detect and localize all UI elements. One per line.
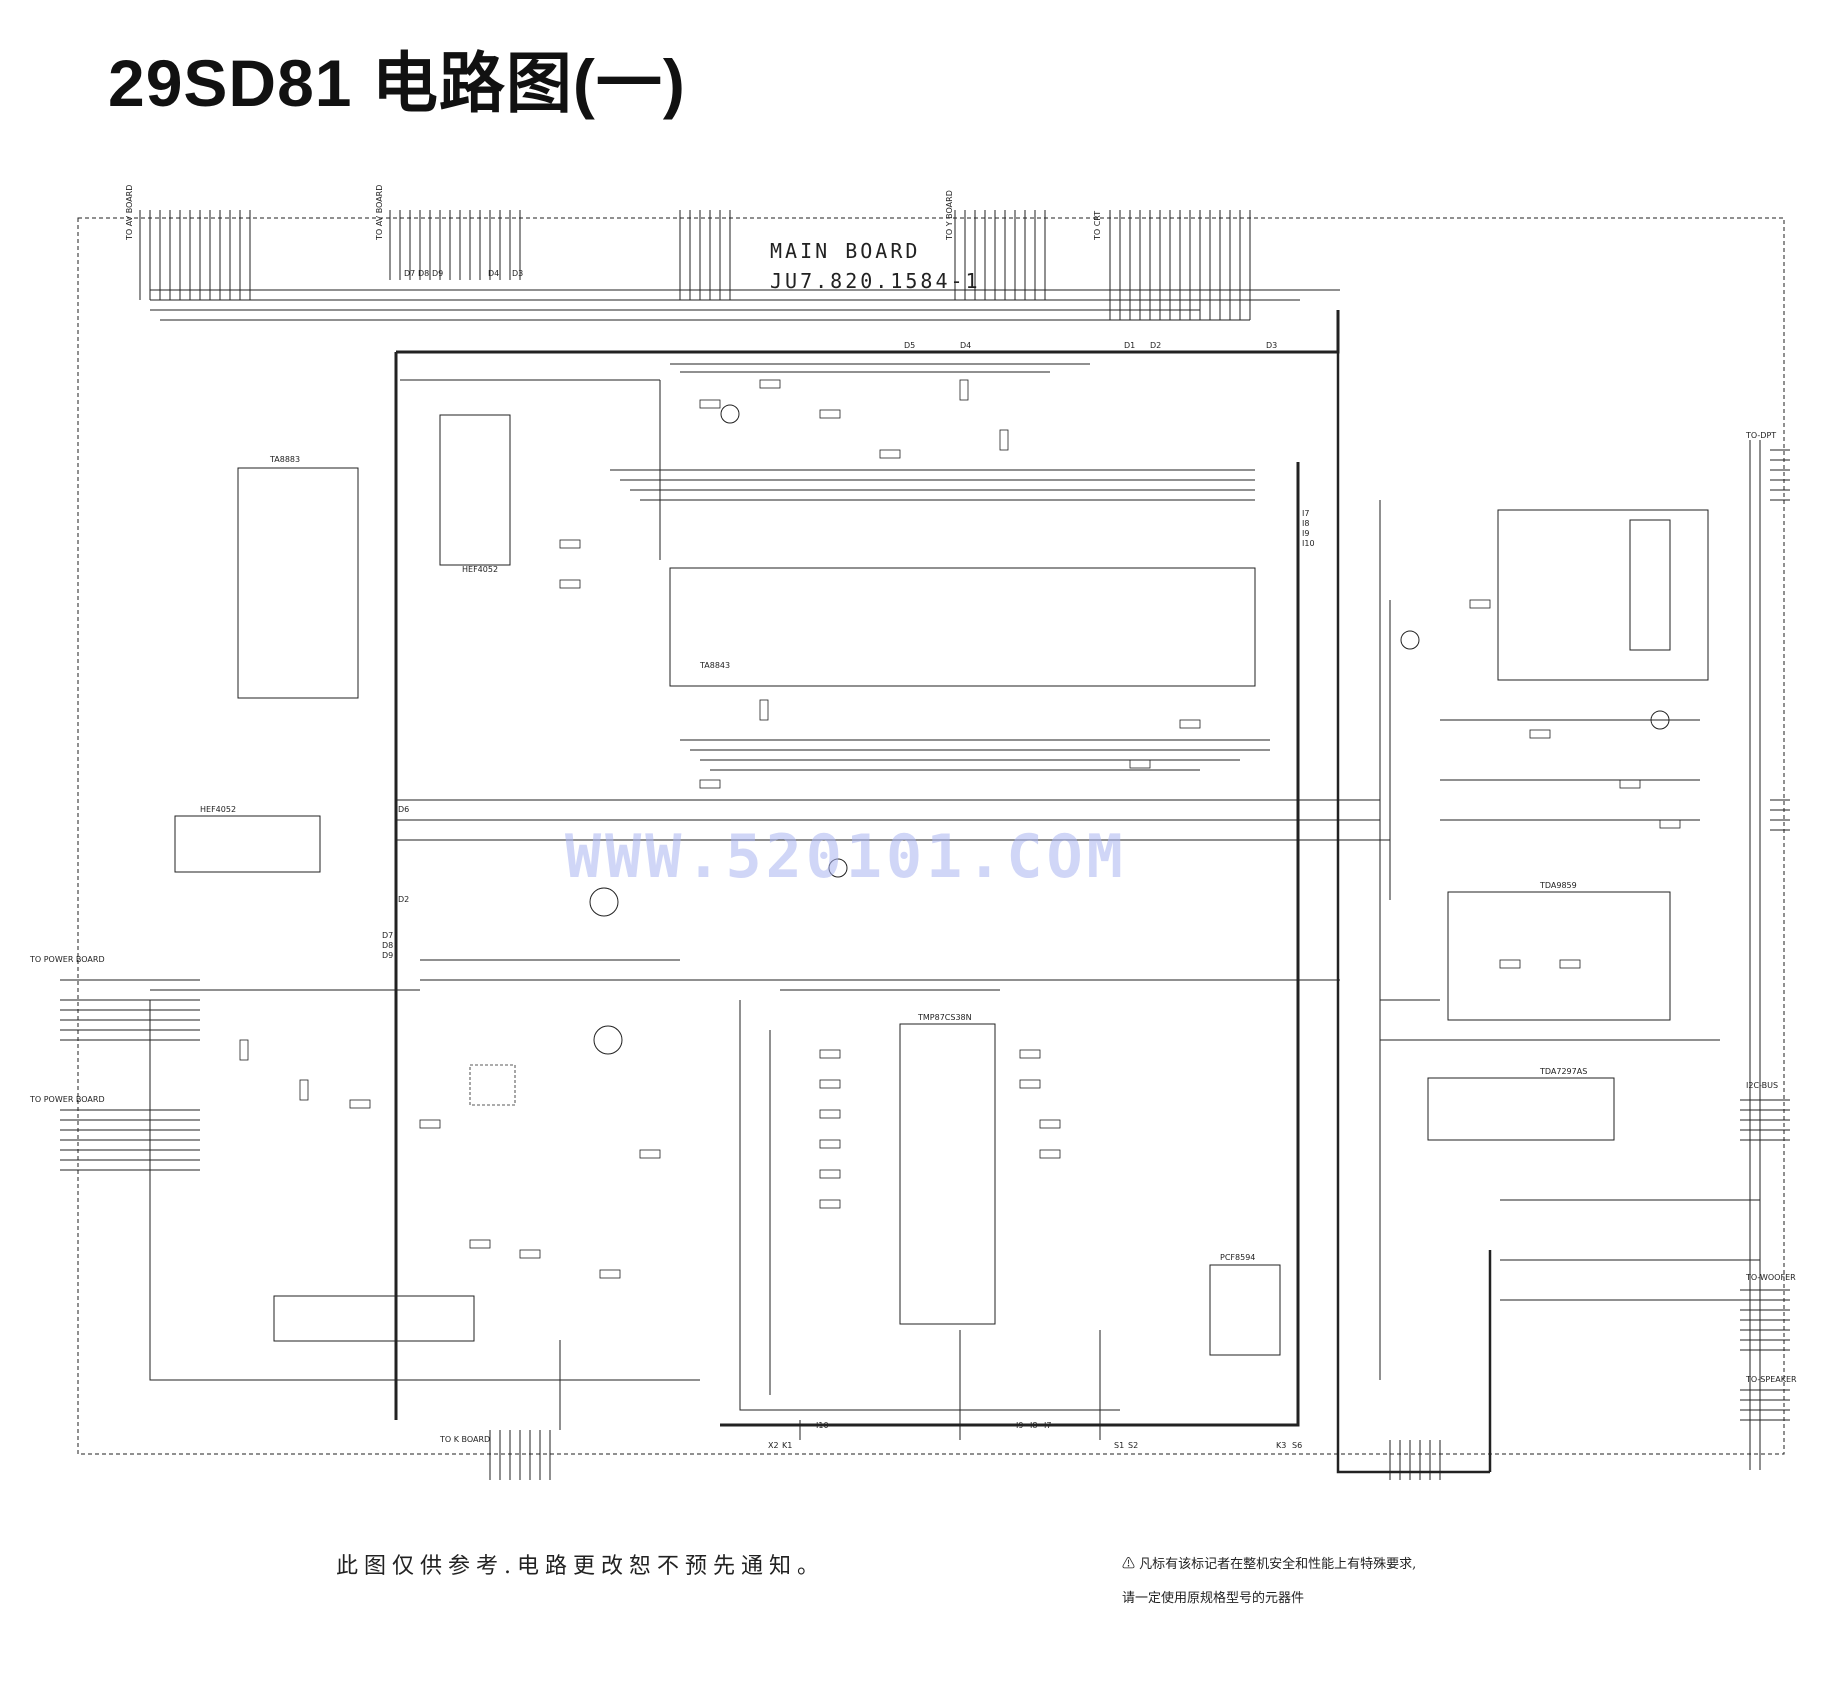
connector-k-board: TO K BOARD bbox=[439, 1435, 490, 1444]
connector-y-board: TO Y BOARD bbox=[945, 190, 954, 241]
chip-label-n001: TMP87CS38N bbox=[917, 1013, 972, 1022]
chip-label-n401: TDA9859 bbox=[1539, 881, 1577, 890]
bus-label: D2 bbox=[398, 895, 409, 904]
chip-labels: TA8883 TA8843 TMP87CS38N TDA9859 TDA7297… bbox=[200, 455, 1587, 1262]
bus-label: S6 bbox=[1292, 1441, 1302, 1450]
bus-label: K3 bbox=[1276, 1441, 1286, 1450]
chip-label-n501: HEF4052 bbox=[200, 805, 236, 814]
ic-n601b bbox=[1427, 1077, 1615, 1141]
page-title: 29SD81 电路图(一) bbox=[108, 46, 686, 120]
bus-label: I7 bbox=[1044, 1421, 1051, 1430]
bus-label: S2 bbox=[1128, 1441, 1138, 1450]
chip-label-n502: HEF4052 bbox=[462, 565, 498, 574]
bus-label: D1 bbox=[1124, 341, 1135, 350]
bus-label: D3 bbox=[1266, 341, 1277, 350]
bus-label: I8 bbox=[1302, 519, 1309, 528]
connector-power-board-2: TO POWER BOARD bbox=[29, 1095, 105, 1104]
chip-label-n601: TA8883 bbox=[269, 455, 300, 464]
bus-label: D4 bbox=[488, 269, 499, 278]
bus-label: I7 bbox=[1302, 509, 1309, 518]
connector-woofer: TO-WOOFER bbox=[1745, 1273, 1796, 1282]
ic-n201 bbox=[669, 567, 1256, 687]
bus-label: I10 bbox=[1302, 539, 1315, 548]
top-connector-leads bbox=[139, 210, 1251, 320]
bus-label: I9 bbox=[1016, 1421, 1023, 1430]
connector-labels: TO AV BOARD TO AV BOARD TO Y BOARD TO CR… bbox=[29, 185, 1797, 1444]
main-bus-top bbox=[396, 310, 1340, 354]
ic-n401 bbox=[1447, 891, 1671, 1021]
connector-dpt: TO-DPT bbox=[1745, 431, 1776, 440]
ic-n502 bbox=[439, 414, 511, 566]
bus-label: X2 bbox=[768, 1441, 779, 1450]
board-name: MAIN BOARD bbox=[770, 239, 921, 263]
connector-av-board-1: TO AV BOARD bbox=[125, 185, 134, 241]
bus-label: I10 bbox=[816, 1421, 829, 1430]
board-label: MAIN BOARD JU7.820.1584-1 bbox=[770, 236, 981, 296]
connector-i2c-bus: I2C-BUS bbox=[1746, 1081, 1778, 1090]
tuner-a101 bbox=[273, 1295, 475, 1342]
chip-label-n201: TA8843 bbox=[699, 661, 730, 670]
ic-n602 bbox=[1209, 1264, 1281, 1356]
transistors bbox=[589, 404, 1670, 1055]
chip-label-n602: PCF8594 bbox=[1220, 1253, 1255, 1262]
bus-label: S1 bbox=[1114, 1441, 1124, 1450]
safety-note: ⚠ 凡标有该标记者在整机安全和性能上有特殊要求, 请一定使用原规格型号的元器件 bbox=[1122, 1548, 1416, 1616]
board-part-number: JU7.820.1584-1 bbox=[770, 269, 981, 293]
bus-labels: D7 D8 D9 D4 D3 D5 D4 D1 D2 D3 D6 D2 D7 D… bbox=[382, 269, 1315, 1450]
connector-power-board-1: TO POWER BOARD bbox=[29, 955, 105, 964]
safety-note-line2: 请一定使用原规格型号的元器件 bbox=[1122, 1591, 1305, 1606]
bus-label: D3 bbox=[512, 269, 523, 278]
deflection-block bbox=[1497, 509, 1709, 681]
chip-label-n601b: TDA7297AS bbox=[1539, 1067, 1587, 1076]
bus-label: D7 bbox=[382, 931, 393, 940]
bus-label: D8 bbox=[382, 941, 393, 950]
safety-note-line1: ⚠ 凡标有该标记者在整机安全和性能上有特殊要求, bbox=[1122, 1557, 1417, 1572]
bus-label: D8 bbox=[418, 269, 429, 278]
board-outline bbox=[77, 217, 1785, 1455]
bus-label: D2 bbox=[1150, 341, 1161, 350]
components bbox=[239, 379, 1681, 1279]
connector-av-board-2: TO AV BOARD bbox=[375, 185, 384, 241]
main-bus-right2 bbox=[1336, 310, 1490, 1474]
bus-label: D5 bbox=[904, 341, 915, 350]
bus-label: D9 bbox=[432, 269, 443, 278]
watermark: WWW.520101.COM bbox=[565, 822, 1127, 892]
bus-label: K1 bbox=[782, 1441, 792, 1450]
connector-crt: TO CRT bbox=[1093, 211, 1102, 241]
bus-label: I9 bbox=[1302, 529, 1309, 538]
connector-speaker: TO-SPEAKER bbox=[1745, 1375, 1797, 1384]
ic-n501 bbox=[174, 815, 321, 873]
bus-label: D4 bbox=[960, 341, 971, 350]
bus-label: D7 bbox=[404, 269, 415, 278]
ic-n601 bbox=[237, 467, 359, 699]
main-bus-right bbox=[720, 462, 1300, 1427]
bus-label: D6 bbox=[398, 805, 409, 814]
flyback-transformer bbox=[1629, 519, 1671, 651]
disclaimer-note: 此图仅供参考.电路更改恕不预先通知。 bbox=[336, 1554, 825, 1579]
bus-label: I8 bbox=[1030, 1421, 1037, 1430]
ic-n001 bbox=[899, 1023, 996, 1325]
routing-lines bbox=[60, 289, 1790, 1480]
bus-label: D9 bbox=[382, 951, 393, 960]
